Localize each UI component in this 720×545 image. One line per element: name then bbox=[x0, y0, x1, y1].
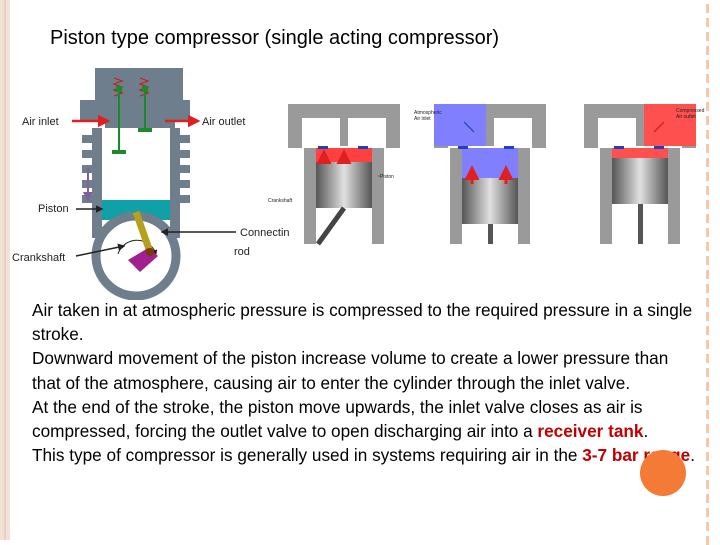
frame-dash bbox=[706, 214, 709, 223]
frame-dash bbox=[706, 508, 709, 517]
frame-dash bbox=[706, 60, 709, 69]
frame-dash bbox=[706, 200, 709, 209]
panel1-label-piston: Piston bbox=[380, 174, 394, 180]
frame-dash bbox=[706, 144, 709, 153]
frame-dash bbox=[706, 410, 709, 419]
cylinder-head bbox=[80, 68, 190, 128]
frame-dash bbox=[706, 438, 709, 447]
frame-dash bbox=[706, 522, 709, 531]
frame-dash bbox=[706, 298, 709, 307]
left-decorative-bar bbox=[0, 0, 10, 540]
frame-dash bbox=[706, 4, 709, 13]
frame-dash bbox=[706, 536, 709, 545]
label-crankshaft: Crankshaft bbox=[12, 252, 65, 264]
compressor-diagrams: Air inlet Air outlet Piston Crankshaft C… bbox=[12, 68, 705, 300]
left-bar-stripe bbox=[4, 0, 6, 540]
crankshaft-leader bbox=[75, 243, 126, 257]
frame-dash bbox=[706, 88, 709, 97]
inlet-valve-cap bbox=[116, 86, 122, 92]
paragraph-4-text: This type of compressor is generally use… bbox=[32, 445, 583, 466]
frame-dash bbox=[706, 284, 709, 293]
stage-panel-1: Piston Crankshaft bbox=[268, 104, 400, 246]
frame-dash bbox=[706, 340, 709, 349]
slide-title: Piston type compressor (single acting co… bbox=[50, 27, 500, 49]
frame-dash bbox=[706, 102, 709, 111]
label-air-outlet: Air outlet bbox=[202, 116, 245, 128]
paragraph-3-end: . bbox=[643, 421, 649, 442]
frame-dash bbox=[706, 74, 709, 83]
frame-dash bbox=[706, 116, 709, 125]
frame-dash bbox=[706, 32, 709, 41]
label-air-inlet: Air inlet bbox=[22, 116, 59, 128]
frame-dash bbox=[706, 242, 709, 251]
panel3-label-line1: Compressed bbox=[676, 108, 705, 114]
frame-dash bbox=[706, 354, 709, 363]
panel3-label-line2: Air outlet bbox=[676, 114, 696, 120]
label-piston: Piston bbox=[38, 203, 69, 215]
frame-dash bbox=[706, 382, 709, 391]
description-text: Air taken in at atmospheric pressure is … bbox=[32, 298, 700, 467]
frame-dash bbox=[706, 452, 709, 461]
frame-dash bbox=[706, 18, 709, 27]
frame-dash bbox=[706, 368, 709, 377]
frame-dash bbox=[706, 172, 709, 181]
panel1-label-crankshaft: Crankshaft bbox=[268, 198, 293, 204]
left-compressor-diagram: Air inlet Air outlet Piston Crankshaft C… bbox=[12, 68, 290, 300]
outlet-valve-head bbox=[138, 128, 152, 132]
panel2-label-line2: Air inlet bbox=[414, 116, 431, 122]
stage-panel-2: Atmospheric Air inlet bbox=[414, 104, 546, 244]
frame-dash bbox=[706, 186, 709, 195]
frame-dash bbox=[706, 270, 709, 279]
paragraph-4-end: . bbox=[690, 445, 695, 466]
paragraph-2: Downward movement of the piston increase… bbox=[32, 348, 669, 393]
frame-dash bbox=[706, 424, 709, 433]
frame-dash bbox=[706, 158, 709, 167]
outlet-valve-cap bbox=[142, 86, 148, 92]
label-connecting-rod-2: rod bbox=[234, 246, 250, 258]
receiver-tank-highlight: receiver tank bbox=[537, 421, 644, 442]
label-connecting-rod-1: Connectin bbox=[240, 227, 290, 239]
stage-panel-3: Compressed Air outlet bbox=[584, 104, 705, 244]
frame-dash bbox=[706, 130, 709, 139]
frame-dash bbox=[706, 480, 709, 489]
paragraph-3-text: At the end of the stroke, the piston mov… bbox=[32, 396, 643, 442]
stage-diagrams: Piston Crankshaft Atmospheric Air inlet bbox=[268, 104, 705, 246]
connecting-rod bbox=[132, 210, 154, 254]
paragraph-1: Air taken in at atmospheric pressure is … bbox=[32, 300, 693, 345]
paragraph-4: This type of compressor is generally use… bbox=[32, 443, 700, 467]
decorative-orange-circle bbox=[640, 450, 686, 496]
crank-pin bbox=[146, 248, 154, 256]
frame-dash bbox=[706, 256, 709, 265]
paragraph-3: At the end of the stroke, the piston mov… bbox=[32, 395, 700, 443]
panel2-label-line1: Atmospheric bbox=[414, 110, 442, 116]
frame-dash bbox=[706, 312, 709, 321]
frame-dash bbox=[706, 494, 709, 503]
frame-dash bbox=[706, 326, 709, 335]
frame-dash bbox=[706, 466, 709, 475]
inlet-valve-head bbox=[112, 150, 126, 154]
frame-dash bbox=[706, 46, 709, 55]
frame-dash bbox=[706, 396, 709, 405]
frame-dash bbox=[706, 228, 709, 237]
